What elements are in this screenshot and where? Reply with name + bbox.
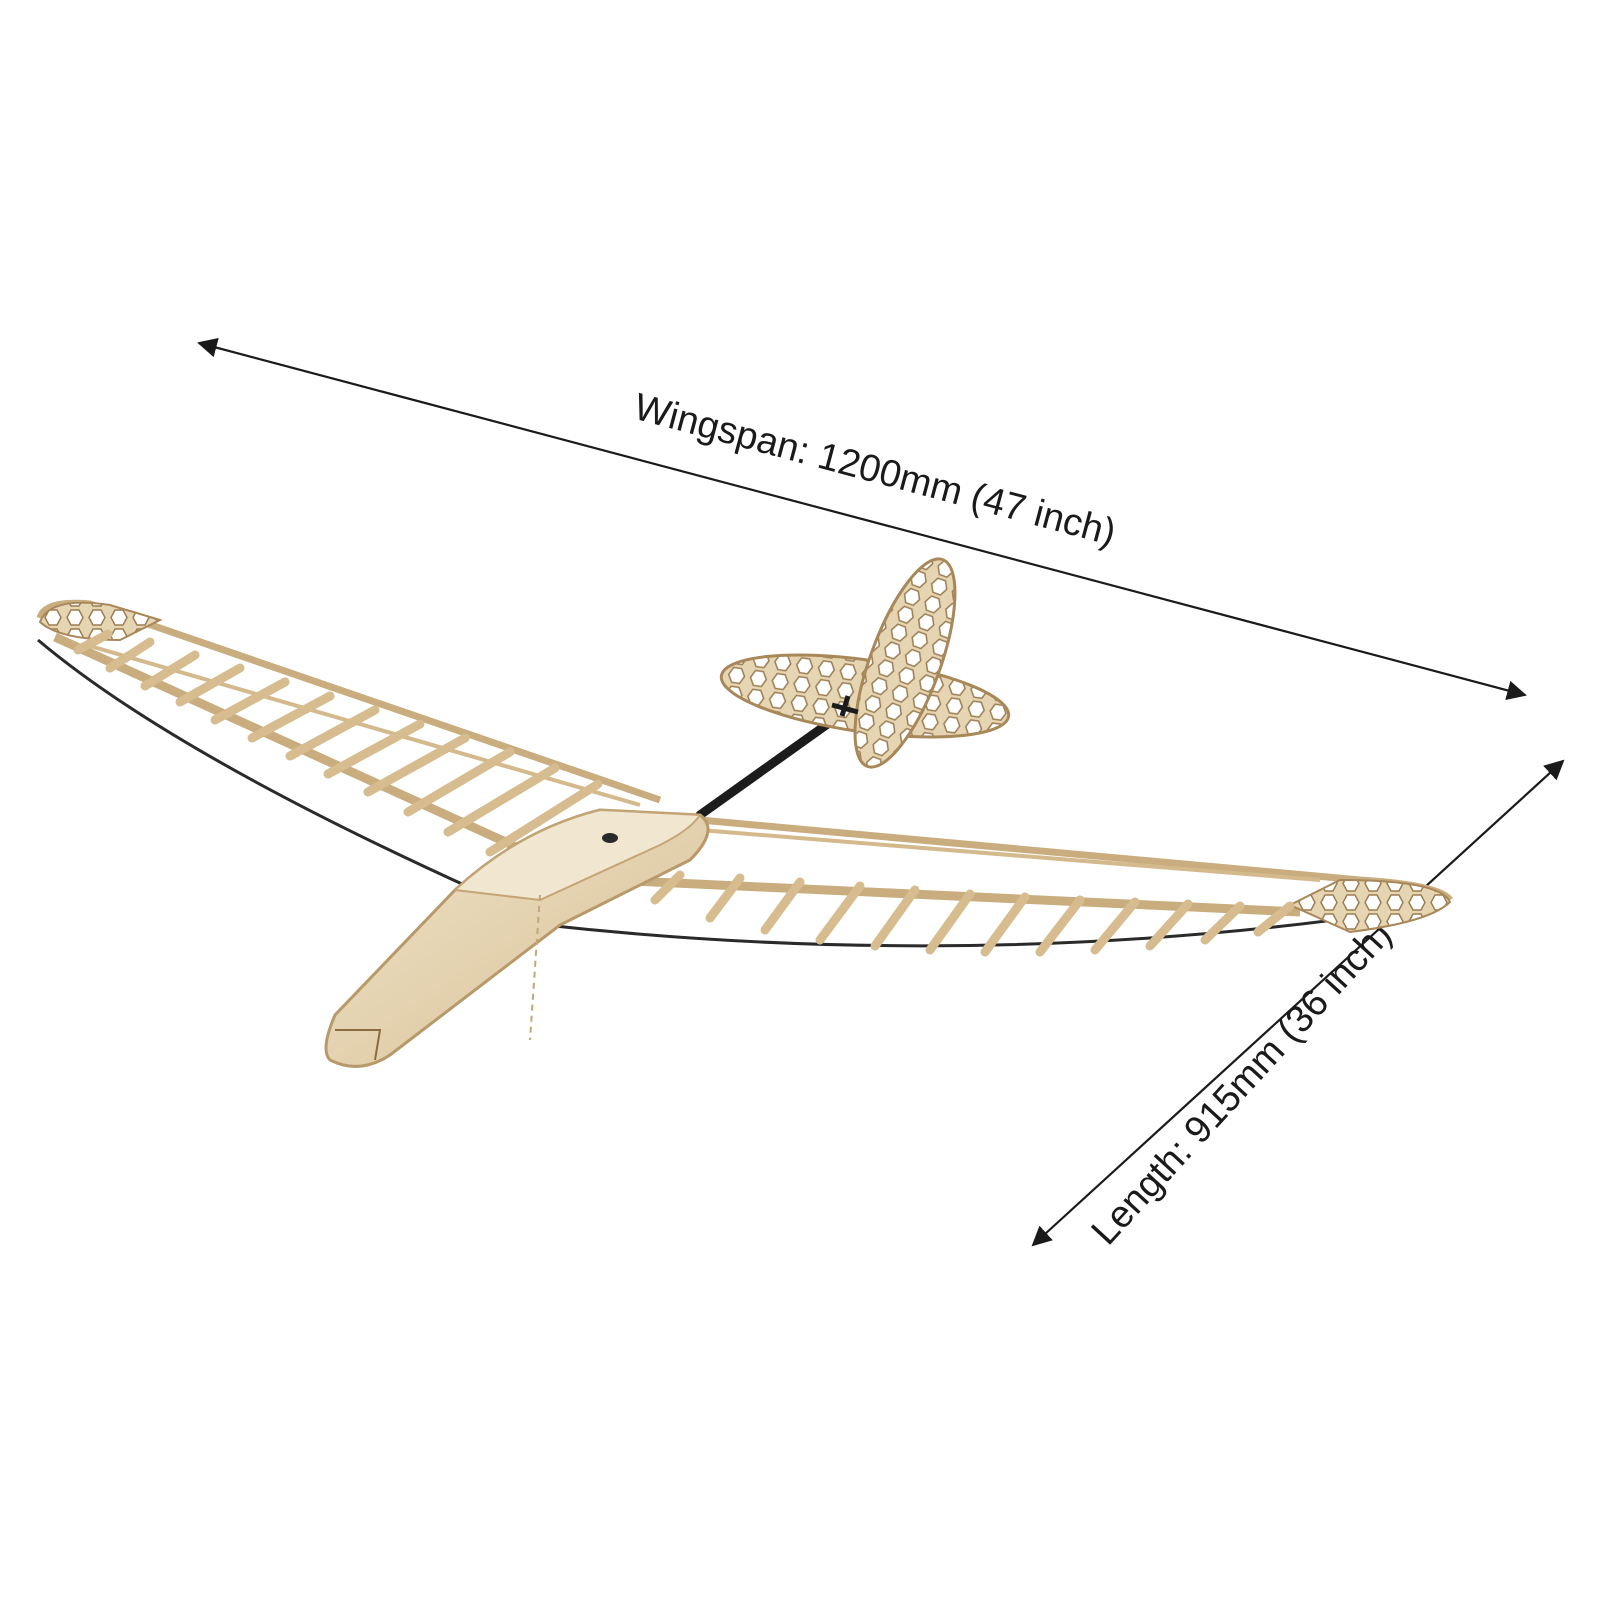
right-wing-ribs: [650, 870, 1295, 957]
wingspan-arrow: [197, 338, 1527, 700]
left-wing-ribs: [73, 629, 603, 857]
wingspan-dimension: Wingspan: 1200mm (47 inch): [197, 338, 1527, 700]
wingspan-label: Wingspan: 1200mm (47 inch): [630, 386, 1120, 554]
length-label: Length: 915mm (36 inch): [1084, 913, 1400, 1253]
length-dimension: Length: 915mm (36 inch): [1031, 759, 1565, 1253]
wing-bolt-icon: [602, 833, 618, 843]
right-wing: [544, 816, 1453, 957]
length-arrow: [1031, 759, 1565, 1247]
glider-model: [36, 557, 1453, 1068]
vertical-fin: [831, 557, 957, 769]
fuselage: [324, 808, 710, 1068]
left-wing: [36, 599, 662, 912]
